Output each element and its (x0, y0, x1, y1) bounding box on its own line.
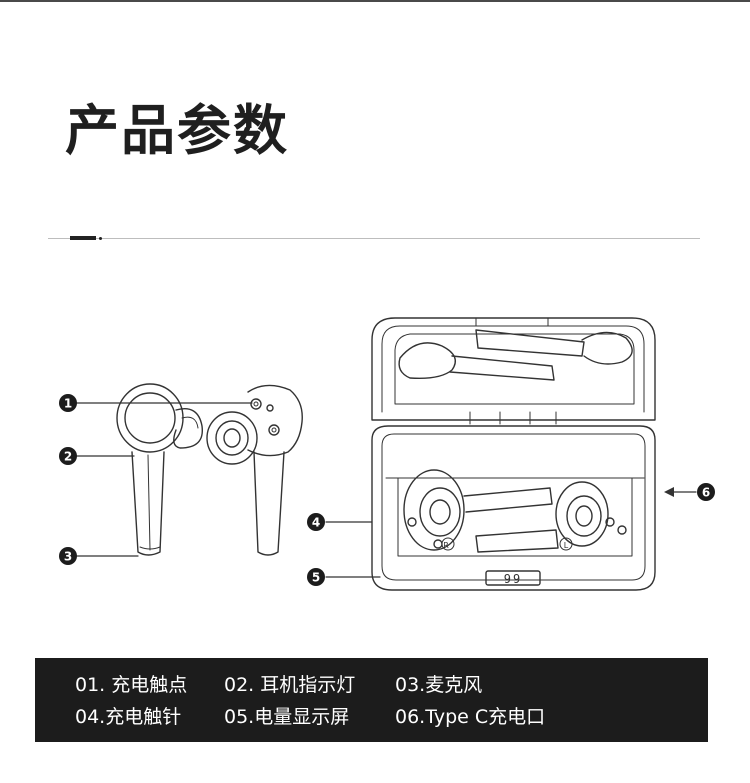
parts-legend: 01. 充电触点 02. 耳机指示灯 03.麦克风 04.充电触针 05.电量显… (35, 658, 708, 742)
left-earbud-illustration (116, 383, 204, 556)
right-earbud-illustration (206, 384, 303, 556)
svg-text:2: 2 (64, 450, 72, 464)
marker-2: 2 (59, 447, 77, 465)
legend-item-battery-display: 05.电量显示屏 (224, 706, 350, 728)
case-label-right: R (443, 541, 449, 550)
callout-markers: 1 2 3 4 5 6 (59, 394, 715, 586)
battery-display-digits: 99 (504, 572, 522, 586)
svg-text:3: 3 (64, 550, 72, 564)
callout-lines (75, 402, 697, 578)
section-divider-accent (70, 236, 96, 240)
marker-5: 5 (307, 568, 325, 586)
legend-item-charging-contact: 01. 充电触点 (75, 674, 188, 696)
section-divider-dot (99, 237, 102, 240)
case-label-left: L (564, 541, 569, 550)
marker-4: 4 (307, 513, 325, 531)
svg-text:4: 4 (312, 516, 320, 530)
legend-item-earbud-indicator: 02. 耳机指示灯 (224, 674, 356, 696)
marker-1: 1 (59, 394, 77, 412)
legend-item-microphone: 03.麦克风 (395, 674, 483, 696)
arrow-icon (664, 487, 674, 497)
product-diagram: R L 99 1 2 3 4 5 6 (59, 317, 715, 591)
case-lid-illustration (371, 317, 656, 425)
legend-item-type-c-port: 06.Type C充电口 (395, 706, 546, 728)
svg-text:1: 1 (64, 397, 72, 411)
page-title: 产品参数 (65, 99, 289, 162)
marker-6: 6 (697, 483, 715, 501)
svg-text:5: 5 (312, 571, 320, 585)
marker-3: 3 (59, 547, 77, 565)
top-divider (0, 0, 750, 2)
section-divider (48, 238, 700, 239)
case-base-illustration (371, 425, 656, 591)
legend-item-charging-pin: 04.充电触针 (75, 706, 182, 728)
svg-text:6: 6 (702, 486, 710, 500)
